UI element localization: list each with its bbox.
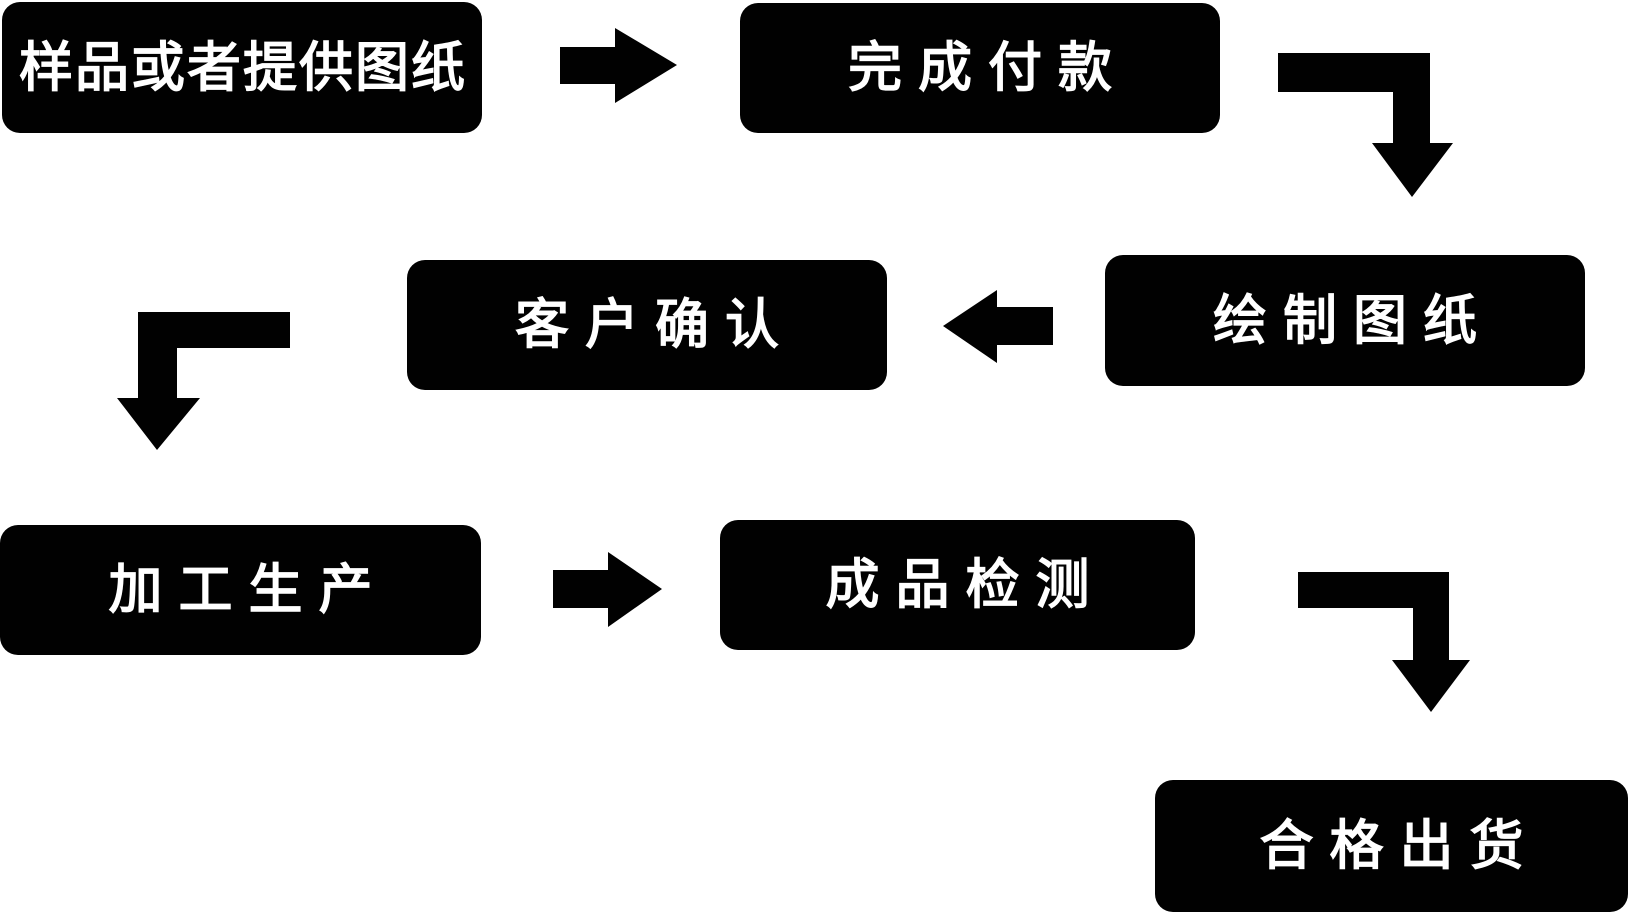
flow-node-qualified-shipment: 合格出货 bbox=[1155, 780, 1628, 912]
arrow-elbow-right-down-icon bbox=[1298, 572, 1470, 712]
arrow-right-icon bbox=[553, 552, 662, 627]
flow-node-customer-confirmation: 客户确认 bbox=[407, 260, 887, 390]
arrow-elbow-left-down-icon bbox=[117, 312, 290, 450]
flow-node-draw-drawings: 绘制图纸 bbox=[1105, 255, 1585, 386]
arrow-left-icon bbox=[943, 290, 1053, 363]
arrow-elbow-right-down-icon bbox=[1278, 53, 1453, 197]
arrow-right-icon bbox=[560, 28, 677, 103]
flow-node-processing-production: 加工生产 bbox=[0, 525, 481, 655]
flow-node-finished-product-inspection: 成品检测 bbox=[720, 520, 1195, 650]
flow-node-sample-or-provide-drawing: 样品或者提供图纸 bbox=[2, 2, 482, 133]
flow-node-complete-payment: 完成付款 bbox=[740, 3, 1220, 133]
